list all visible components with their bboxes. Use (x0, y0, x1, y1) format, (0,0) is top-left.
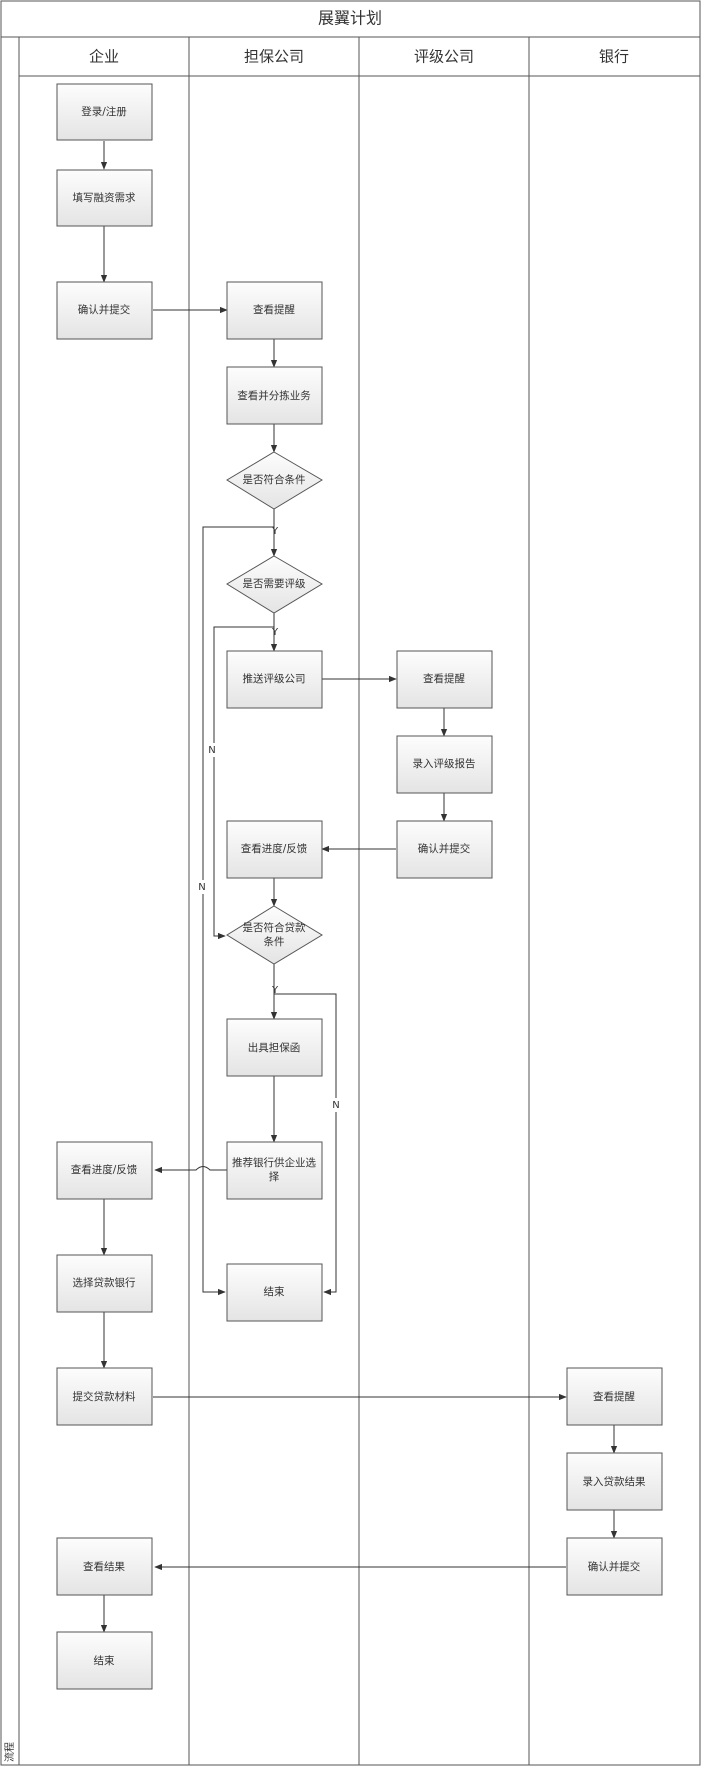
svg-text:确认并提交: 确认并提交 (418, 842, 471, 855)
diagram-title: 展翼计划 (318, 9, 382, 28)
edge-no-loan-to-end (274, 993, 337, 1296)
node-enter-rating-report: 录入评级报告 (396, 735, 493, 794)
svg-text:录入贷款结果: 录入贷款结果 (583, 1475, 646, 1488)
decision-meets-conditions: 是否符合条件 (226, 451, 323, 510)
edge-no-condition-to-end (202, 526, 274, 1296)
svg-text:查看并分拣业务: 查看并分拣业务 (237, 389, 311, 402)
node-view-sort-business: 查看并分拣业务 (226, 366, 323, 425)
svg-text:条件: 条件 (264, 935, 285, 948)
label-no-condition: N (198, 882, 205, 893)
node-fill-financing-needs: 填写融资需求 (56, 169, 153, 227)
svg-text:是否需要评级: 是否需要评级 (243, 578, 306, 590)
node-enter-loan-result: 录入贷款结果 (566, 1452, 663, 1511)
svg-text:登录/注册: 登录/注册 (81, 105, 127, 118)
svg-text:是否符合条件: 是否符合条件 (243, 473, 306, 486)
node-view-reminder-guarantor: 查看提醒 (226, 281, 323, 340)
node-submit-loan-materials: 提交贷款材料 (56, 1367, 153, 1426)
decision-meets-loan-conditions: 是否符合贷款 条件 (226, 905, 323, 965)
svg-text:查看结果: 查看结果 (83, 1560, 125, 1573)
node-select-loan-bank: 选择贷款银行 (56, 1254, 153, 1313)
node-end-guarantor: 结束 (226, 1263, 323, 1322)
node-confirm-submit-rating: 确认并提交 (396, 820, 493, 879)
side-label: 流程 (3, 1742, 16, 1762)
svg-text:推荐银行供企业选: 推荐银行供企业选 (232, 1156, 316, 1169)
svg-text:填写融资需求: 填写融资需求 (73, 191, 136, 204)
svg-text:提交贷款材料: 提交贷款材料 (73, 1390, 136, 1403)
label-yes-3: Y (271, 985, 279, 996)
node-view-progress-enterprise: 查看进度/反馈 (56, 1141, 153, 1200)
label-no-loan-bg (330, 1098, 342, 1112)
lane-header-rating: 评级公司 (414, 48, 474, 66)
edge-recommend-to-enterprise (154, 1166, 227, 1174)
node-view-progress-guarantor: 查看进度/反馈 (226, 820, 323, 879)
svg-text:查看进度/反馈: 查看进度/反馈 (71, 1163, 138, 1176)
node-confirm-submit-bank: 确认并提交 (566, 1537, 663, 1596)
svg-text:推送评级公司: 推送评级公司 (243, 672, 306, 685)
node-view-reminder-rating: 查看提醒 (396, 650, 493, 709)
label-no-rating-bg (206, 743, 218, 757)
decision-needs-rating: 是否需要评级 (226, 555, 323, 614)
node-push-rating-company: 推送评级公司 (226, 650, 323, 709)
svg-text:查看提醒: 查看提醒 (253, 303, 295, 316)
svg-text:确认并提交: 确认并提交 (588, 1560, 641, 1573)
label-no-rating: N (208, 745, 215, 756)
node-issue-guarantee-letter: 出具担保函 (226, 1018, 323, 1077)
node-recommend-banks: 推荐银行供企业选 择 (226, 1141, 323, 1200)
lane-header-guarantor: 担保公司 (244, 48, 304, 66)
svg-text:查看提醒: 查看提醒 (423, 672, 465, 685)
svg-text:择: 择 (269, 1170, 280, 1183)
svg-text:出具担保函: 出具担保函 (248, 1041, 301, 1054)
node-end-enterprise: 结束 (56, 1631, 153, 1690)
label-no-condition-bg (196, 880, 208, 894)
svg-text:录入评级报告: 录入评级报告 (413, 757, 476, 770)
svg-text:查看提醒: 查看提醒 (593, 1390, 635, 1403)
node-login-register: 登录/注册 (56, 83, 153, 141)
label-yes-1: Y (271, 526, 279, 537)
svg-text:选择贷款银行: 选择贷款银行 (73, 1276, 136, 1289)
svg-text:查看进度/反馈: 查看进度/反馈 (241, 842, 308, 855)
lane-header-enterprise: 企业 (89, 48, 119, 66)
node-view-reminder-bank: 查看提醒 (566, 1367, 663, 1426)
lane-header-bank: 银行 (599, 48, 629, 66)
node-confirm-submit: 确认并提交 (56, 281, 153, 340)
svg-text:是否符合贷款: 是否符合贷款 (243, 921, 306, 934)
svg-text:确认并提交: 确认并提交 (78, 303, 131, 316)
label-no-loan: N (332, 1100, 339, 1111)
edge-no-rating-to-loan-check (213, 626, 274, 940)
label-yes-2: Y (271, 627, 279, 638)
node-view-result: 查看结果 (56, 1537, 153, 1596)
svg-text:结束: 结束 (94, 1654, 115, 1667)
svg-text:结束: 结束 (264, 1285, 285, 1298)
